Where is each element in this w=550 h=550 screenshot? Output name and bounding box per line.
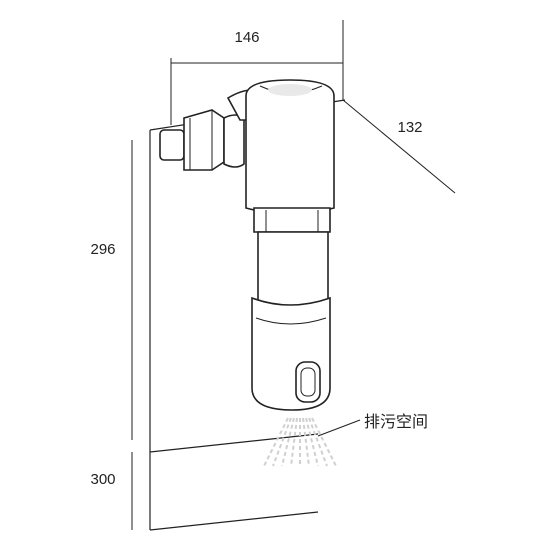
filter-collar [253,207,331,250]
water-spray [263,417,337,467]
drain-valve [295,361,321,403]
filter-head [245,79,335,215]
spray-streak [305,417,319,467]
spray-streak [308,417,328,467]
leader-line [317,419,361,437]
spray-streak [281,417,295,467]
spray-streak [311,417,337,467]
dimension-clearance: 300 [90,471,115,488]
dimension-width: 146 [234,29,259,46]
spray-streak [272,417,292,467]
drain-space-label: 排污空间 [364,412,428,431]
dimension-height: 296 [90,241,115,258]
spray-streak [302,417,310,467]
dimension-lines [131,20,456,530]
dimension-depth: 132 [397,119,422,136]
spray-streak [290,417,298,467]
spray-streak [263,417,289,467]
filter-bowl [257,231,329,307]
